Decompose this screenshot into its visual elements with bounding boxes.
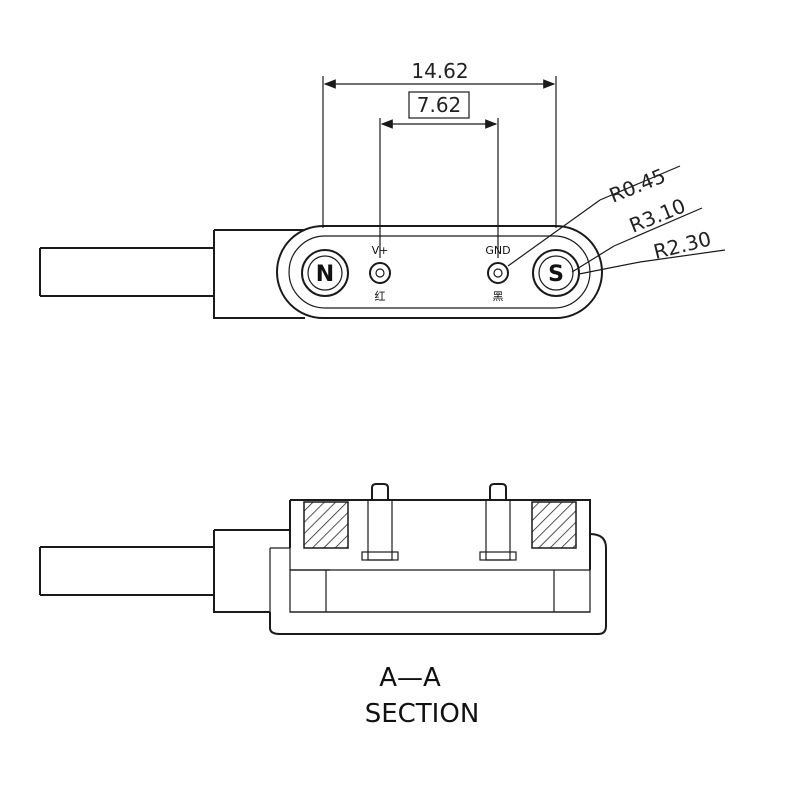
pin-positive-sublabel: 红 <box>375 290 386 303</box>
pogo-pin-ground-section <box>479 483 517 561</box>
north-pole-label: N <box>316 262 334 287</box>
pin-positive: V+ 红 <box>369 244 391 303</box>
cable-section <box>39 546 214 596</box>
pin-ground: GND 黑 <box>485 244 510 303</box>
dimension-outer-width-label: 14.62 <box>411 59 468 83</box>
top-view: 14.62 7.62 N <box>39 59 726 319</box>
north-magnet: N <box>301 249 349 297</box>
radius-magnet-label: R2.30 <box>651 226 714 263</box>
pin-ground-label: GND <box>485 244 510 257</box>
radius-outer-label: R3.10 <box>626 193 689 237</box>
section-subtitle: SECTION <box>365 699 480 729</box>
pogo-pin-positive-section <box>361 483 399 561</box>
cable-top <box>39 247 214 297</box>
south-magnet: S <box>532 249 580 297</box>
dimension-pin-spacing-label: 7.62 <box>417 93 462 117</box>
section-view: A—A SECTION <box>39 483 607 729</box>
section-title: A—A <box>379 663 441 693</box>
south-pole-label: S <box>548 262 564 287</box>
magnet-right-section <box>531 501 577 549</box>
pin-positive-label: V+ <box>372 244 389 257</box>
pin-ground-sublabel: 黑 <box>493 290 504 303</box>
magnet-left-section <box>303 501 349 549</box>
body-section <box>269 499 607 635</box>
connector-housing-top <box>213 225 603 319</box>
dimension-outer-width: 14.62 <box>322 59 557 228</box>
dimension-pin-spacing: 7.62 <box>379 91 499 258</box>
